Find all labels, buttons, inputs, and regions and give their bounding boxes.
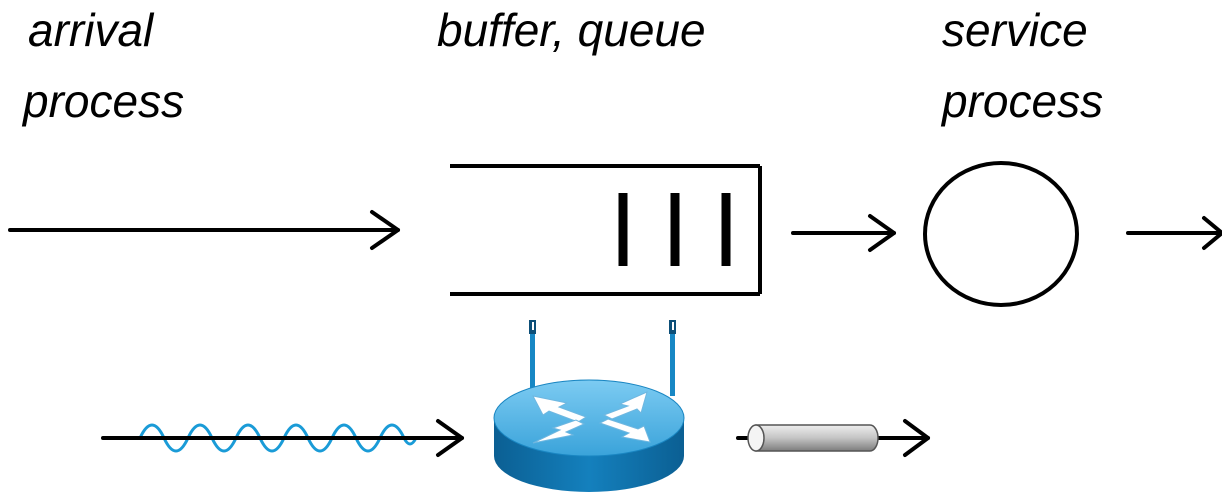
wireless-input-arrow-icon [101, 419, 464, 457]
antenna-icon [669, 320, 676, 396]
arrival-process-label-line1: arrival [28, 4, 154, 56]
service-process-label-line2: process [942, 75, 1104, 127]
queued-packets [618, 193, 731, 266]
cable-link-icon [747, 424, 879, 452]
antenna-icon [529, 320, 536, 396]
buffer-queue-label: buffer, queue [437, 4, 706, 56]
arrival-process-label-line2: process [23, 75, 185, 127]
queue-to-server-arrow-icon [791, 214, 896, 252]
service-process-label-line1: service [942, 4, 1088, 56]
server-circle-icon [923, 161, 1079, 307]
arrival-arrow-icon [8, 210, 400, 250]
departure-arrow-icon [1126, 216, 1222, 250]
router-icon [493, 320, 685, 492]
queue-buffer-icon [450, 164, 762, 296]
